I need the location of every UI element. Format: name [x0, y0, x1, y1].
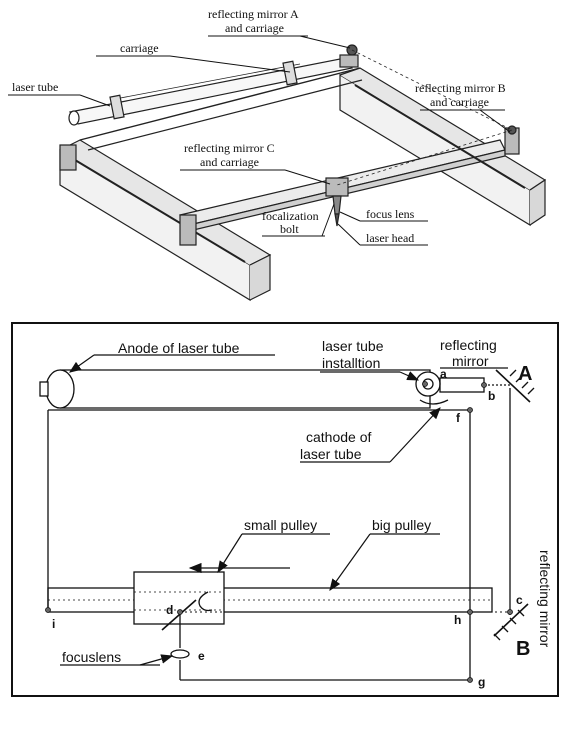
point-label-d: d — [166, 603, 173, 617]
schematic-points — [45, 381, 513, 683]
point-f-dot — [467, 407, 473, 413]
label-cathode-line1: cathode of — [306, 429, 371, 445]
point-label-h: h — [454, 613, 461, 627]
point-label-c: c — [516, 593, 523, 607]
top-leader-lines — [8, 35, 511, 246]
point-label-i: i — [52, 617, 55, 631]
label-laser-head: laser head — [366, 231, 414, 245]
label-focus-lens: focus lens — [366, 207, 415, 221]
machine-isometric-drawing — [59, 44, 547, 302]
label-laser-tube: laser tube — [12, 80, 58, 94]
point-i-dot — [45, 607, 51, 613]
label-mirror-b-line2: and carriage — [430, 95, 489, 109]
label-focuslens: focuslens — [62, 649, 121, 665]
point-g-dot — [467, 677, 473, 683]
mirror-letter-b: B — [516, 638, 530, 660]
schematic-leader-lines — [60, 354, 508, 666]
point-h-dot — [467, 609, 473, 615]
label-cathode-line2: laser tube — [300, 446, 362, 462]
schematic-border — [11, 322, 559, 697]
label-anode: Anode of laser tube — [118, 340, 240, 356]
point-label-b: b — [488, 389, 495, 403]
point-label-f: f — [456, 411, 461, 425]
label-mirror-b-line1: reflecting mirror B — [415, 81, 506, 95]
point-label-g: g — [478, 675, 485, 689]
point-b-dot — [481, 382, 487, 388]
schematic-lines — [39, 369, 535, 681]
mirror-letter-a: A — [518, 363, 532, 385]
point-label-e: e — [198, 649, 205, 663]
label-focalization-line2: bolt — [280, 222, 299, 236]
label-mirror-a-line1: reflecting mirror A — [208, 7, 299, 21]
label-mirror-a-line2: and carriage — [225, 21, 284, 35]
label-carriage: carriage — [120, 41, 159, 55]
label-mirror-c-line2: and carriage — [200, 155, 259, 169]
point-a-dot — [422, 381, 428, 387]
label-small-pulley: small pulley — [244, 517, 317, 533]
point-label-a: a — [440, 367, 447, 381]
label-focalization-line1: focalization — [262, 209, 319, 223]
label-installation-line2: installtion — [322, 355, 380, 371]
label-mirror-c-line1: reflecting mirror C — [184, 141, 275, 155]
label-reflecting-mirror-line1: reflecting — [440, 337, 497, 353]
label-big-pulley: big pulley — [372, 517, 431, 533]
label-reflecting-mirror-line2: mirror — [452, 353, 489, 369]
label-installation-line1: laser tube — [322, 338, 384, 354]
label-reflecting-mirror-vertical: reflecting mirror — [537, 550, 553, 648]
point-d-dot — [177, 609, 183, 615]
point-c-dot — [507, 609, 513, 615]
